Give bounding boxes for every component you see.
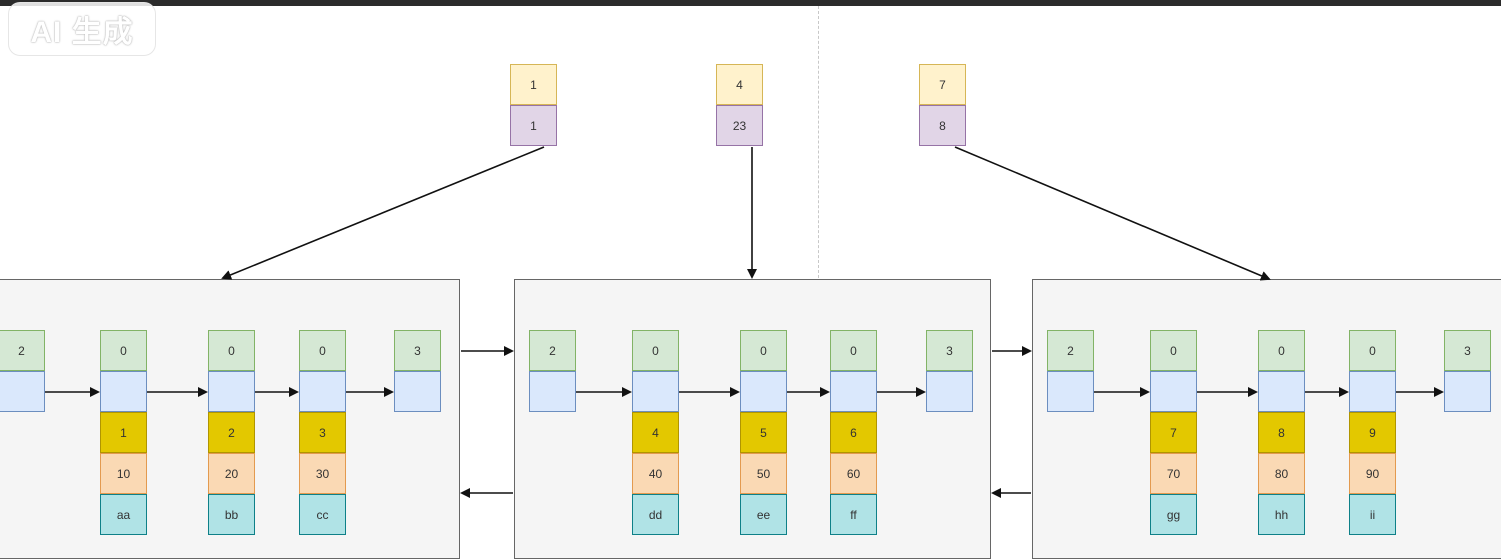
page-1-record-1-flag: 0 [100,330,147,371]
page-3-record-1-col1: 7 [1150,412,1197,453]
page-3-trailer-next [1444,371,1491,412]
page-3-record-2-next [1258,371,1305,412]
page-3-record-1-col3: gg [1150,494,1197,535]
page-2-record-2-next [740,371,787,412]
index-entry-2-pointer: 23 [716,105,763,146]
page-1-record-3-col3: cc [299,494,346,535]
page-1-record-3-flag: 0 [299,330,346,371]
page-3-record-2-col1: 8 [1258,412,1305,453]
page-1-record-1-col3: aa [100,494,147,535]
page-2-record-1-col1: 4 [632,412,679,453]
page-1-header-next [0,371,45,412]
page-2-record-1-col3: dd [632,494,679,535]
page-2-header-record: 2 [529,330,576,371]
window-top-bar [0,0,1501,6]
page-1-record-3-col2: 30 [299,453,346,494]
page-3-record-3-flag: 0 [1349,330,1396,371]
page-3-record-3-col1: 9 [1349,412,1396,453]
page-2-record-3-col2: 60 [830,453,877,494]
page-2-trailer-record: 3 [926,330,973,371]
index-1-to-page-1-arrow [221,146,545,280]
page-2-record-1-col2: 40 [632,453,679,494]
page-2-record-3-flag: 0 [830,330,877,371]
page-2-record-1-next [632,371,679,412]
page-3-record-3-next [1349,371,1396,412]
page-1-record-1-col2: 10 [100,453,147,494]
page-2-header-next [529,371,576,412]
page-3-record-3-col2: 90 [1349,453,1396,494]
page-3-trailer-record: 3 [1444,330,1491,371]
page-3-record-1-col2: 70 [1150,453,1197,494]
page-1-record-1-col1: 1 [100,412,147,453]
page-1-record-2-col3: bb [208,494,255,535]
page-1-trailer-record: 3 [394,330,441,371]
page-3-header-next [1047,371,1094,412]
page-2-record-3-next [830,371,877,412]
page-2-record-1-flag: 0 [632,330,679,371]
ai-generated-badge: AI 生成 [8,2,156,56]
page-1-record-3-next [299,371,346,412]
page-1-record-1-next [100,371,147,412]
page-1-record-2-flag: 0 [208,330,255,371]
index-entry-3-pointer: 8 [919,105,966,146]
page-1-header-record: 2 [0,330,45,371]
page-1-record-3-col1: 3 [299,412,346,453]
page-3-record-2-col3: hh [1258,494,1305,535]
dashed-divider [818,6,819,278]
page-3-record-3-col3: ii [1349,494,1396,535]
page-1-record-2-col1: 2 [208,412,255,453]
page-3-record-1-flag: 0 [1150,330,1197,371]
page-2-trailer-next [926,371,973,412]
page-2-record-2-flag: 0 [740,330,787,371]
index-entry-3-key: 7 [919,64,966,105]
page-2-record-3-col1: 6 [830,412,877,453]
index-entry-1-key: 1 [510,64,557,105]
page-2-record-2-col2: 50 [740,453,787,494]
page-1-record-2-next [208,371,255,412]
index-3-to-page-3-arrow [954,146,1271,281]
page-2-record-2-col3: ee [740,494,787,535]
page-3-record-1-next [1150,371,1197,412]
page-2-record-2-col1: 5 [740,412,787,453]
page-3-record-2-flag: 0 [1258,330,1305,371]
page-1-record-2-col2: 20 [208,453,255,494]
page-1-trailer-next [394,371,441,412]
page-3-record-2-col2: 80 [1258,453,1305,494]
index-entry-1-pointer: 1 [510,105,557,146]
page-2-record-3-col3: ff [830,494,877,535]
index-entry-2-key: 4 [716,64,763,105]
page-3-header-record: 2 [1047,330,1094,371]
